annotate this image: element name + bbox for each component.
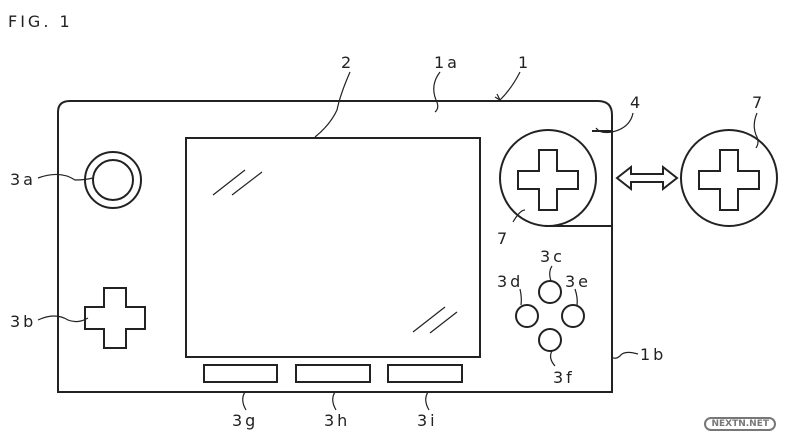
analog-stick-inner bbox=[92, 159, 134, 201]
dpad bbox=[84, 287, 146, 349]
button-3d bbox=[515, 304, 539, 328]
label-3h: 3h bbox=[324, 411, 350, 430]
label-1: 1 bbox=[518, 53, 531, 72]
label-1a: 1a bbox=[434, 53, 460, 72]
leader-lines bbox=[37, 71, 759, 367]
screen-glare-marks bbox=[212, 169, 458, 334]
label-1b: 1b bbox=[640, 345, 666, 364]
label-2: 2 bbox=[341, 53, 354, 72]
label-3f: 3f bbox=[553, 368, 575, 387]
label-3i: 3i bbox=[417, 411, 438, 430]
label-3c: 3c bbox=[540, 247, 565, 266]
button-3e bbox=[561, 304, 585, 328]
button-3f bbox=[538, 328, 562, 352]
device-body bbox=[57, 100, 613, 393]
figure-title: FIG. 1 bbox=[8, 12, 73, 31]
attachment-detached bbox=[680, 129, 778, 227]
attachment-mounted bbox=[499, 129, 597, 227]
label-3a: 3a bbox=[10, 170, 36, 189]
button-3h bbox=[295, 364, 371, 383]
label-3d: 3d bbox=[497, 272, 523, 291]
label-3g: 3g bbox=[232, 411, 258, 430]
watermark-logo: NEXTN.NET bbox=[704, 417, 776, 431]
button-3g bbox=[203, 364, 278, 383]
attachment-mounted-cross bbox=[517, 149, 579, 211]
label-7-detached: 7 bbox=[752, 93, 765, 112]
label-3b: 3b bbox=[10, 312, 36, 331]
button-3i bbox=[387, 364, 463, 383]
label-7-mounted: 7 bbox=[497, 229, 510, 248]
screen bbox=[185, 137, 481, 358]
bottom-leader-lines bbox=[242, 391, 430, 411]
label-4: 4 bbox=[630, 93, 643, 112]
attachment-detached-cross bbox=[698, 149, 760, 211]
label-3e: 3e bbox=[565, 272, 591, 291]
button-3c bbox=[538, 280, 562, 304]
double-arrow bbox=[615, 164, 679, 192]
